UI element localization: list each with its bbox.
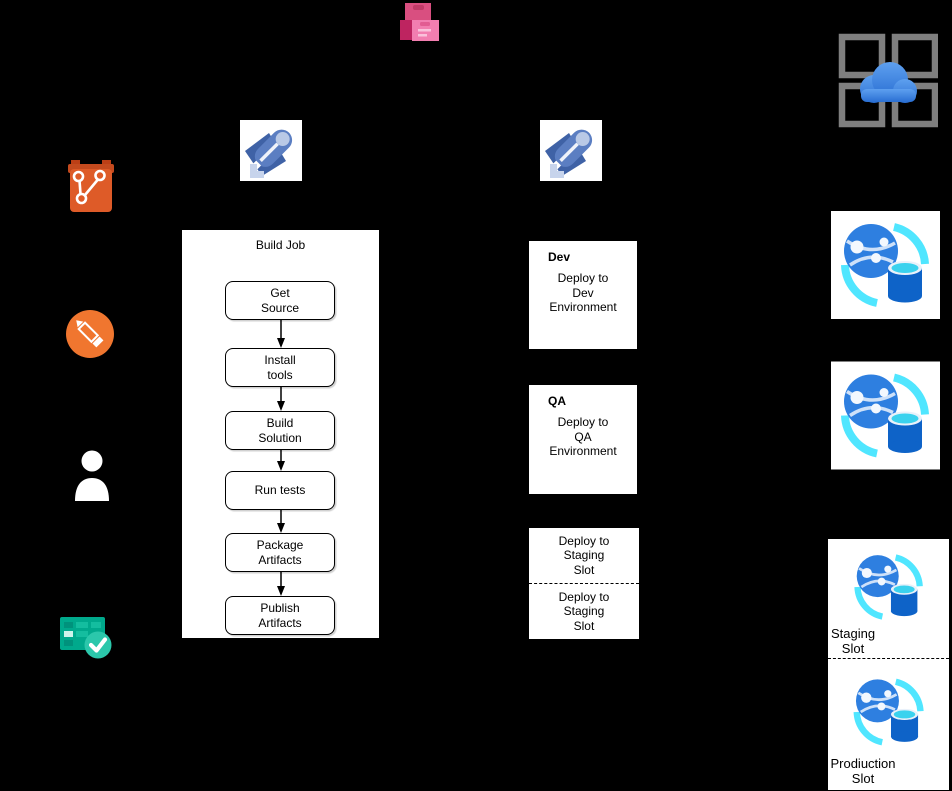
step-install-tools: Install tools [225,348,335,387]
step-run-tests: Run tests [225,471,335,510]
step-get-source: Get Source [225,281,335,320]
deployment-slots-container: Staging Slot Prodiuction Slot [827,538,950,791]
deploy-to-staging-slot-step: Deploy to Staging Slot [558,533,610,577]
test-plans-checklist-icon [60,617,112,659]
dev-environment-title: Dev [548,250,571,264]
staging-deploy-box: Deploy to Staging Slot Deploy to Staging… [528,527,640,640]
staging-slot-label: Staging Slot [830,626,876,656]
dev-environment-box: Dev Deploy to Dev Environment [528,240,638,350]
web-app-database-icon [845,669,933,755]
pencil-edit-icon [66,310,114,358]
build-job-container: Build Job Get Source Install tools Build… [181,229,380,639]
qa-environment-title: QA [548,394,566,408]
step-build-solution: Build Solution [225,411,335,450]
qa-environment-box: QA Deploy to QA Environment [528,384,638,495]
app-service-environment-cloud-icon [838,33,938,128]
flow-arrow [275,320,287,348]
production-slot-label: Prodiuction Slot [830,756,896,786]
web-app-database-icon [831,211,940,319]
flow-arrow [275,450,287,471]
flow-arrow [275,572,287,596]
deploy-to-qa-step: Deploy to QA Environment [549,415,617,459]
person-icon [75,450,109,501]
build-job-title: Build Job [255,238,306,252]
flow-arrow [275,510,287,533]
step-package-artifacts: Package Artifacts [225,533,335,572]
deploy-to-staging-slot-step-2: Deploy to Staging Slot [558,589,610,633]
staging-divider [529,583,639,584]
slot-divider [828,658,949,659]
web-app-database-icon [831,361,940,470]
web-app-database-icon [845,545,933,629]
package-boxes-icon [399,1,440,41]
deploy-to-dev-step: Deploy to Dev Environment [549,271,617,315]
azure-pipelines-rocket-icon [540,120,602,181]
step-publish-artifacts: Publish Artifacts [225,596,335,635]
azure-pipelines-rocket-icon [240,120,302,181]
git-branch-icon [68,160,114,212]
flow-arrow [275,387,287,411]
